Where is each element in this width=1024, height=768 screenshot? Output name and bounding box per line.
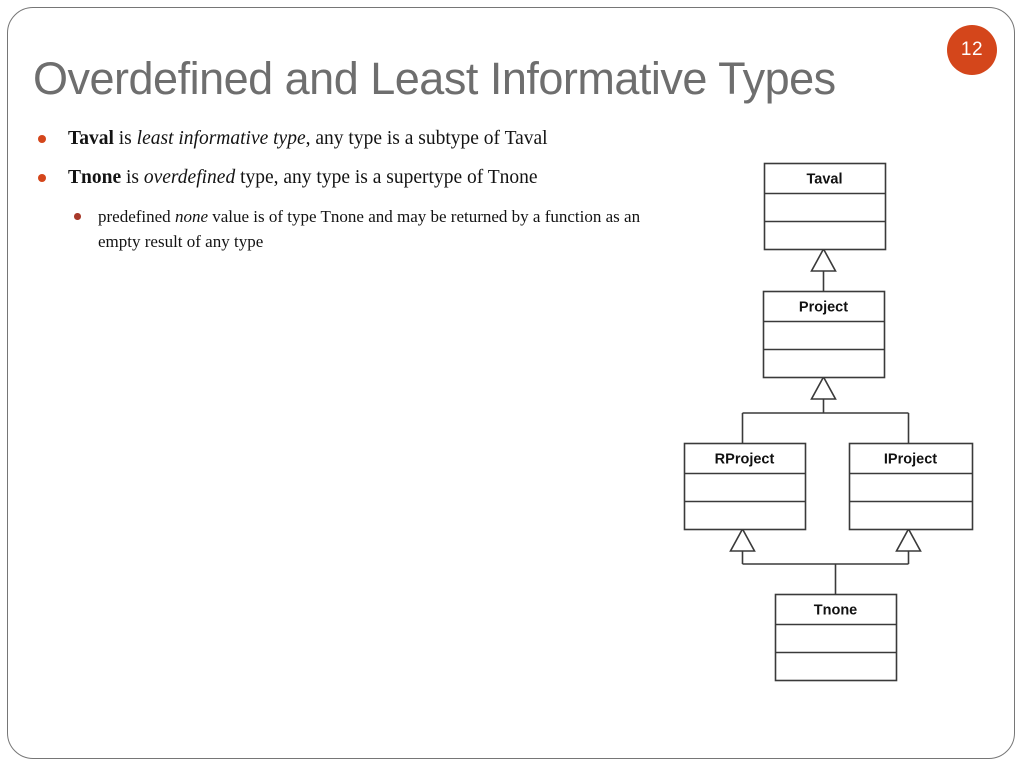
uml-class-name: Project bbox=[799, 300, 848, 316]
bullet-list: Taval is least informative type, any typ… bbox=[30, 126, 670, 254]
uml-connector-layer bbox=[729, 247, 922, 594]
uml-class-box bbox=[848, 442, 974, 531]
uml-class-rproject: RProject bbox=[683, 442, 807, 531]
uml-generalization-arrowhead bbox=[895, 527, 922, 552]
uml-class-box bbox=[763, 162, 887, 251]
uml-class-name: RProject bbox=[715, 452, 775, 468]
bullet-text-segment: is bbox=[113, 128, 137, 149]
uml-class-box bbox=[683, 442, 807, 531]
bullet-text-segment: overdefined bbox=[143, 167, 236, 188]
uml-class-name: Tnone bbox=[814, 603, 858, 619]
uml-generalization-arrowhead bbox=[810, 375, 837, 400]
bullet-text-segment: Tnone bbox=[68, 167, 122, 188]
uml-generalization-arrowhead bbox=[810, 247, 837, 272]
bullet-text-segment: predefined bbox=[98, 207, 175, 226]
bullet-text-segment: type, any type is a supertype of Tnone bbox=[235, 167, 538, 188]
uml-generalization-arrowhead bbox=[729, 527, 756, 552]
disc-bullet-icon bbox=[74, 213, 81, 220]
list-item: Tnone is overdefined type, any type is a… bbox=[30, 165, 670, 191]
disc-bullet-icon bbox=[38, 174, 46, 182]
uml-class-name: Taval bbox=[806, 172, 842, 188]
bullet-text-segment: Taval bbox=[68, 128, 114, 149]
bullet-text-segment: none bbox=[174, 207, 208, 226]
uml-class-iproject: IProject bbox=[848, 442, 974, 531]
uml-class-box bbox=[762, 290, 886, 379]
bullet-text-segment: , any type is a subtype of Taval bbox=[305, 128, 548, 149]
list-item: Taval is least informative type, any typ… bbox=[30, 126, 670, 152]
uml-class-name: IProject bbox=[884, 452, 937, 468]
uml-class-box bbox=[774, 593, 898, 682]
uml-class-project: Project bbox=[762, 290, 886, 379]
slide-number-badge: 12 bbox=[947, 25, 997, 75]
page-title: Overdefined and Least Informative Types bbox=[33, 53, 836, 104]
bullet-text-segment: value is of type Tnone and may be return… bbox=[98, 207, 641, 251]
bullet-text-segment: least informative type bbox=[136, 128, 306, 149]
bullet-text-segment: is bbox=[121, 167, 144, 188]
disc-bullet-icon bbox=[38, 135, 46, 143]
uml-class-taval: Taval bbox=[763, 162, 887, 251]
list-item: predefined none value is of type Tnone a… bbox=[30, 204, 670, 254]
uml-class-tnone: Tnone bbox=[774, 593, 898, 682]
